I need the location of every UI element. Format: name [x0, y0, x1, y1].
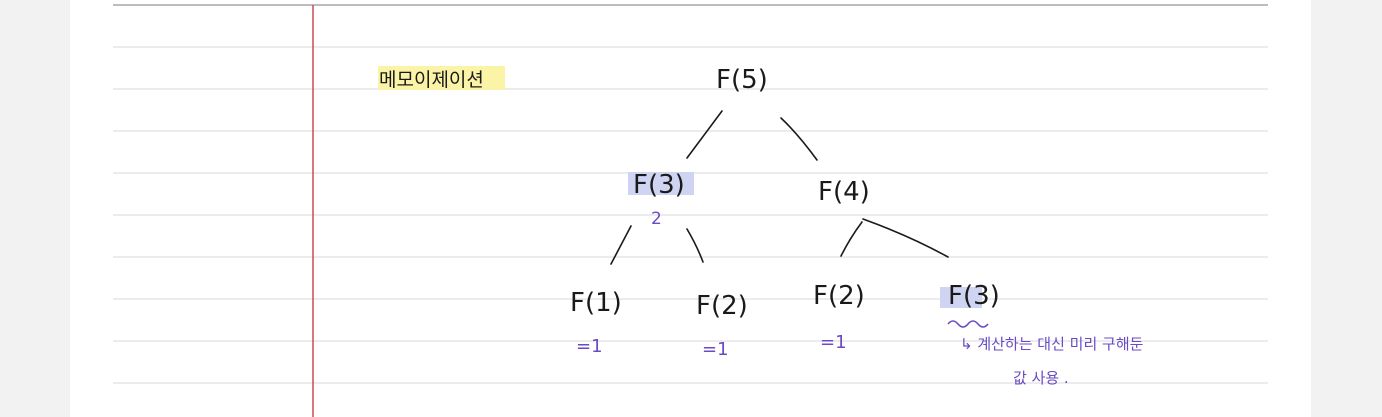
branch-f3-left: [610, 225, 632, 265]
memo-note-line2: 값 사용 .: [1013, 369, 1069, 387]
branch-root-right: [780, 117, 818, 161]
node-level2-3: F(2): [813, 281, 865, 311]
branch-f3-right: [686, 228, 704, 263]
node-level2-2: F(2): [696, 291, 748, 321]
f1-value-note: =1: [576, 336, 603, 357]
node-level1-right: F(4): [818, 177, 870, 207]
branch-root-left: [686, 110, 723, 159]
memo-note-line1: ↳ 계산하는 대신 미리 구해둔: [960, 335, 1144, 353]
heading-text: 메모이제이션: [379, 69, 484, 91]
f3-value-note: 2: [651, 209, 662, 229]
node-level1-left: F(3): [633, 170, 685, 200]
node-level2-4: F(3): [948, 281, 1000, 311]
tree-branches: [610, 110, 949, 265]
f2-right-value-note: =1: [820, 332, 847, 353]
branch-f4-left: [840, 221, 863, 257]
node-root: F(5): [716, 65, 768, 95]
node-level2-1: F(1): [570, 288, 622, 318]
notebook-page: 메모이제이션 F(5) F(3) F(4) F(1) F(2) F(2) F(3…: [70, 0, 1311, 417]
f3-memo-highlight: [628, 172, 694, 195]
squiggle-mark: [947, 320, 989, 328]
f3-leaf-memo-highlight: [940, 287, 982, 308]
heading-highlight: [378, 66, 505, 90]
branch-f4-right: [862, 218, 949, 258]
f2-left-value-note: =1: [702, 339, 729, 360]
note-canvas: 메모이제이션 F(5) F(3) F(4) F(1) F(2) F(2) F(3…: [113, 4, 1268, 417]
